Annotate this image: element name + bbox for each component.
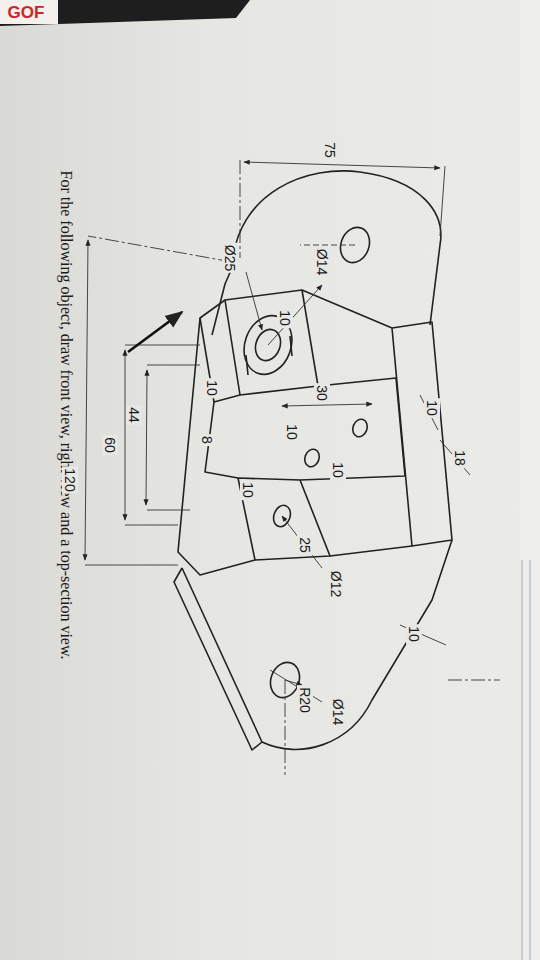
dimension-label: Ø12 [328,569,344,599]
dimension-label: Ø14 [330,697,346,727]
instruction-text: For the following object, draw front vie… [57,171,75,660]
dimension-label: R20 [297,685,313,715]
dimension-label: 10 [204,378,220,398]
dimension-label: 120 [62,466,78,493]
dimension-label: 10 [424,398,440,418]
paper-edge [520,0,540,960]
corner-mark: GOF [6,3,47,22]
dimension-label: Ø25 [222,243,238,273]
dimension-label: 8 [199,434,215,446]
photo-edge [0,0,250,26]
object-outline [174,171,452,750]
dimension-label: 10 [406,624,422,644]
dimension-label: 10 [277,308,293,328]
dimension-label: 10 [284,422,300,442]
dimension-label: 75 [322,140,338,160]
sticker [0,0,58,24]
view-arrow [128,312,182,352]
dimension-label: Ø14 [314,247,330,277]
dimension-label: 10 [240,480,256,500]
dimension-lines [85,160,500,775]
dimension-label: 10 [330,460,346,480]
dimension-label: 44 [126,405,142,425]
dimension-label: 30 [314,383,330,403]
dimension-label: 25 [297,535,313,555]
dimension-label: 18 [452,448,468,468]
dimension-label: 60 [102,435,118,455]
